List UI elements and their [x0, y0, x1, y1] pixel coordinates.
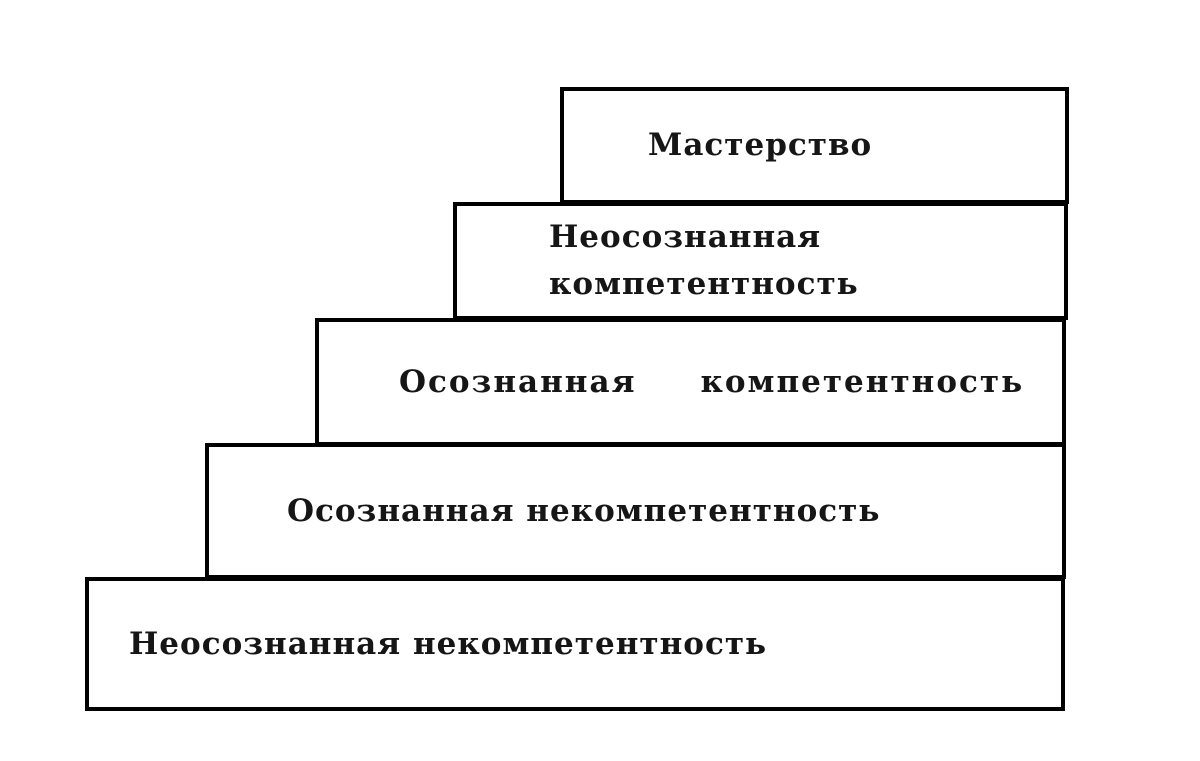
stage-box-unconscious-competence: Неосознанная компетентность	[453, 202, 1068, 320]
stage-box-conscious-incompetence: Осознанная некомпетентность	[205, 443, 1066, 579]
stage-label-mastery: Мастерство	[648, 127, 873, 163]
stage-label-conscious-incompetence: Осознанная некомпетентность	[287, 492, 881, 529]
stage-label-unconscious-competence: Неосознанная компетентность	[549, 219, 859, 302]
stage-box-mastery: Мастерство	[560, 87, 1069, 204]
stage-box-unconscious-incompetence: Неосознанная некомпетентность	[85, 577, 1065, 711]
stage-label-unconscious-incompetence: Неосознанная некомпетентность	[129, 625, 768, 662]
stage-box-conscious-competence: Осознанная компетентность	[315, 318, 1066, 446]
stage-label-conscious-competence: Осознанная компетентность	[399, 363, 1025, 400]
